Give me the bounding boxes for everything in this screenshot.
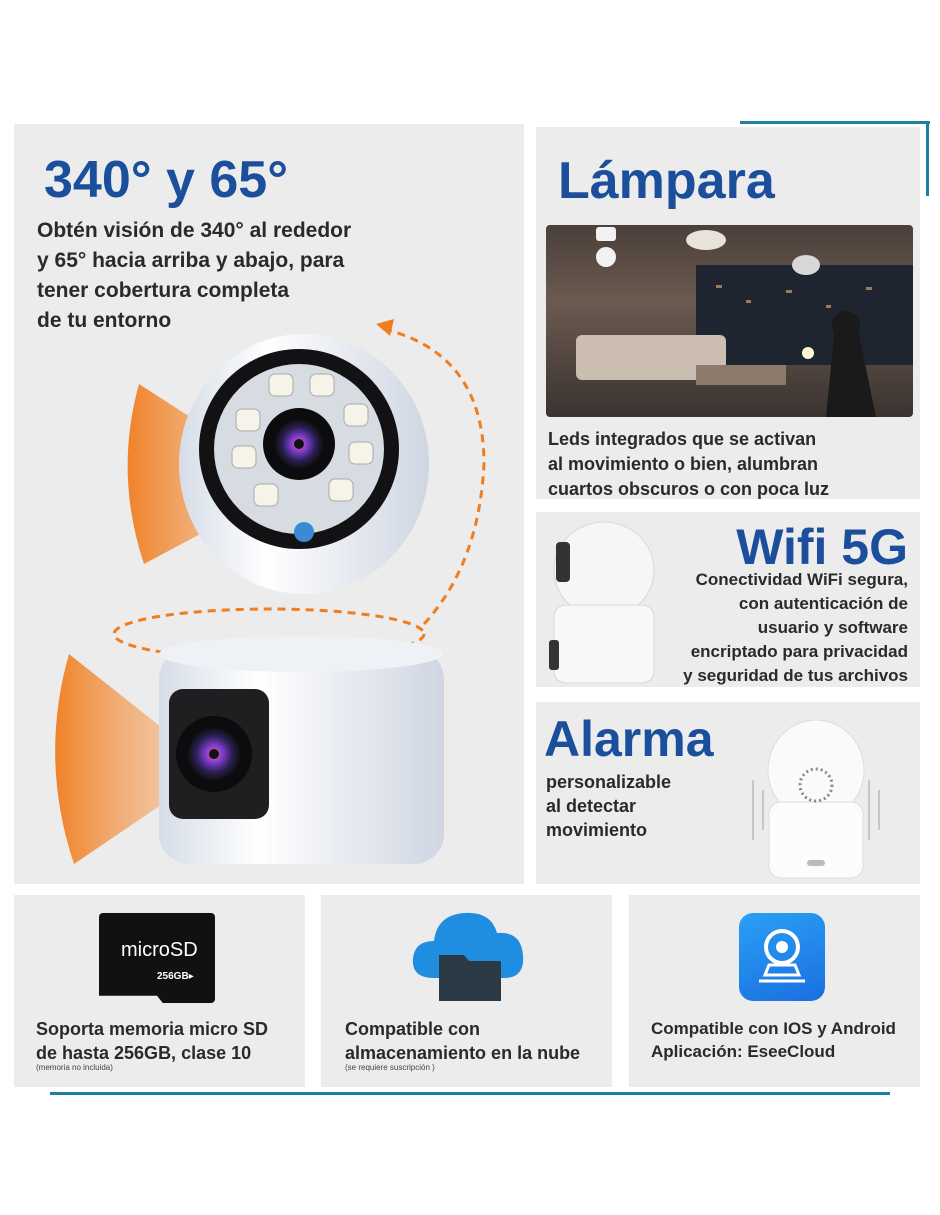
alarm-camera-photo [752,719,880,879]
rotation-description-line: y 65° hacia arriba y abajo, para [37,249,345,272]
sd-note: (memoria no incluida) [36,1063,113,1072]
rotation-panel: 340° y 65° Obtén visión de 340° al reded… [14,124,524,884]
eseecloud-app-icon [739,913,825,1001]
sd-panel: microSD 256GB▸ Soporta memoria micro SD … [14,895,305,1087]
app-description-line: Aplicación: EseeCloud [651,1042,836,1061]
cloud-description-line: Compatible con [345,1019,481,1039]
wifi-description-line: con autenticación de [738,594,908,613]
sd-description-line: Soporta memoria micro SD [36,1019,269,1039]
wifi-title: Wifi 5G [736,519,908,575]
lamp-description-line: cuartos obscuros o con poca luz [548,479,830,499]
alarm-description-line: movimiento [546,820,648,840]
microsd-card-icon: microSD 256GB▸ [99,913,215,1003]
wifi-description-line-1: Conectividad WiFi segura, [695,570,908,589]
alarm-description-line: al detectar [546,796,637,816]
wifi-description-line: usuario y software [757,618,908,637]
night-room-scene [576,227,913,417]
lamp-description-line: al movimiento o bien, alumbran [548,454,819,474]
microsd-card-capacity: 256GB▸ [157,971,194,982]
alarm-panel: Alarma personalizable al detectar movimi… [536,702,920,884]
top-accent-line-vertical [926,121,929,196]
wifi-description-line: y seguridad de tus archivos [683,666,908,685]
rotation-description-line: de tu entorno [37,309,172,332]
top-accent-line [740,121,930,124]
lamp-description: Leds integrados que se activan al movimi… [548,427,829,502]
bottom-accent-line [50,1092,890,1095]
app-description: Compatible con IOS y Android Aplicación:… [651,1017,896,1063]
rotation-description-line: tener cobertura completa [37,279,290,302]
lower-view-cone [55,654,215,864]
app-panel: Compatible con IOS y Android Aplicación:… [629,895,920,1087]
alarm-title: Alarma [544,711,714,767]
cloud-description-line: almacenamiento en la nube [345,1043,581,1063]
wifi-description: Conectividad WiFi segura, con autenticac… [683,568,908,688]
cloud-note: (se requiere suscripción ) [345,1063,435,1072]
rotation-description-line: Obtén visión de 340° al rededor [37,219,352,242]
lamp-description-line: Leds integrados que se activan [548,429,817,449]
wifi-description-line: encriptado para privacidad [690,642,908,661]
camera-icon [759,929,805,983]
cloud-description: Compatible con almacenamiento en la nube [345,1017,580,1065]
lamp-panel: Lámpara Leds integrados que se activan a… [536,127,920,499]
alarm-description: personalizable al detectar movimiento [546,770,671,842]
lamp-room-photo [546,225,913,417]
secure-emphasis: segura [847,570,904,589]
sd-description: Soporta memoria micro SD de hasta 256GB,… [36,1017,268,1065]
camera-side-photo [549,521,655,684]
dual-lens-camera-illustration [55,319,486,864]
speaker-grille-icon [798,767,834,803]
sd-description-line: de hasta 256GB, clase 10 [36,1043,252,1063]
app-description-line: Compatible con IOS y Android [651,1019,896,1038]
cloud-folder-icon [412,912,524,1001]
tilt-arrow [383,327,486,626]
lamp-title: Lámpara [558,152,775,210]
intruder-figure [826,311,876,417]
microsd-card-label: microSD [121,939,198,961]
cloud-panel: Compatible con almacenamiento en la nube… [321,895,612,1087]
wifi-panel: Wifi 5G Conectividad WiFi segura, con au… [536,512,920,687]
alarm-description-line: personalizable [546,772,672,792]
rotation-description: Obtén visión de 340° al rededor y 65° ha… [37,216,351,336]
rotation-title: 340° y 65° [44,151,289,209]
